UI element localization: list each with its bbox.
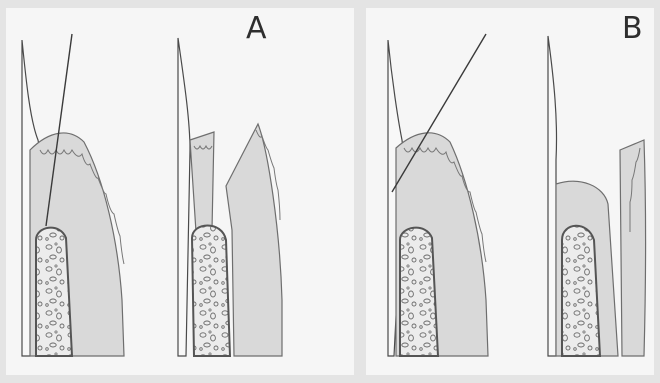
panel-label-b: B xyxy=(622,14,643,44)
alveolar-bone-a2 xyxy=(192,226,230,357)
inner-gingiva-a2 xyxy=(190,132,214,232)
reflected-flap-a2 xyxy=(226,124,282,356)
alveolar-bone-a1 xyxy=(36,228,72,356)
panel-b-after-drawing xyxy=(548,36,646,356)
panel-a-before-drawing xyxy=(22,34,124,356)
alveolar-bone-b1 xyxy=(400,228,438,356)
panel-b-before-drawing xyxy=(388,34,488,356)
tooth-crown-b2 xyxy=(548,36,557,356)
alveolar-bone-b2 xyxy=(562,226,600,356)
reflected-flap-b2 xyxy=(620,140,646,356)
tooth-crown-a2 xyxy=(178,38,190,356)
panel-label-a: A xyxy=(246,14,267,44)
panel-a-after-drawing xyxy=(178,38,282,356)
